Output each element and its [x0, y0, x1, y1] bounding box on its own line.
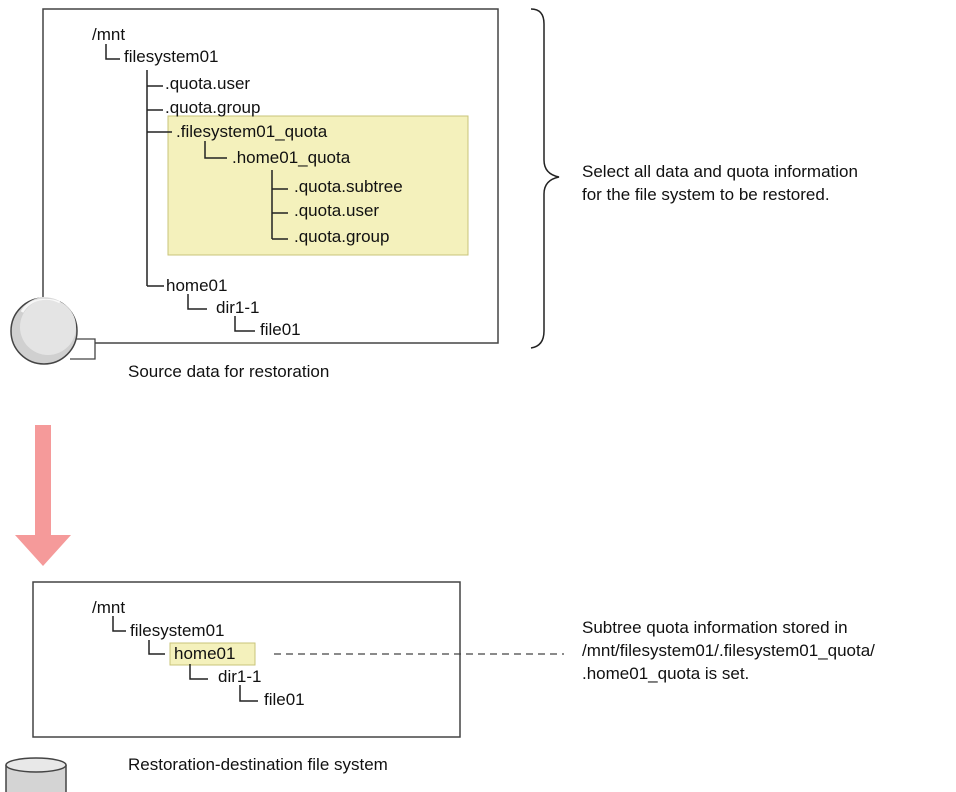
- home-quota-dir-label: .home01_quota: [232, 148, 351, 167]
- dest-dir-label: dir1-1: [218, 667, 262, 686]
- source-quota-group-label: .quota.group: [165, 98, 261, 117]
- tape-cartridge-icon: [10, 296, 96, 365]
- subtree-quota-group-label: .quota.group: [294, 227, 390, 246]
- selection-brace: [530, 8, 560, 349]
- subtree-quota-user-label: .quota.user: [294, 201, 380, 220]
- source-tree-lines: [105, 44, 288, 332]
- source-home-label: home01: [166, 276, 228, 295]
- dest-home-label: home01: [174, 644, 236, 663]
- destination-note-line-1: Subtree quota information stored in: [582, 618, 848, 637]
- destination-caption: Restoration-destination file system: [128, 755, 388, 774]
- source-filesystem-label: filesystem01: [124, 47, 219, 66]
- destination-tree-lines: [112, 616, 258, 702]
- disk-icon: [5, 757, 67, 792]
- source-file-label: file01: [260, 320, 301, 339]
- dest-root-label: /mnt: [92, 598, 126, 617]
- source-note: Select all data and quota information fo…: [582, 160, 858, 206]
- source-note-line-2: for the file system to be restored.: [582, 185, 830, 204]
- destination-note-line-2: /mnt/filesystem01/.filesystem01_quota/: [582, 641, 875, 660]
- dest-file-label: file01: [264, 690, 305, 709]
- destination-note: Subtree quota information stored in /mnt…: [582, 616, 875, 685]
- down-arrow: [15, 425, 71, 566]
- destination-note-line-3: .home01_quota is set.: [582, 664, 750, 683]
- fs-quota-dir-label: .filesystem01_quota: [176, 122, 328, 141]
- quota-highlight-region: [167, 115, 469, 256]
- source-dir-label: dir1-1: [216, 298, 260, 317]
- dest-filesystem-label: filesystem01: [130, 621, 225, 640]
- subtree-quota-file-label: .quota.subtree: [294, 177, 403, 196]
- source-note-line-1: Select all data and quota information: [582, 162, 858, 181]
- source-caption: Source data for restoration: [128, 362, 330, 381]
- home01-highlight: [169, 642, 256, 666]
- source-quota-user-label: .quota.user: [165, 74, 251, 93]
- source-root-label: /mnt: [92, 25, 126, 44]
